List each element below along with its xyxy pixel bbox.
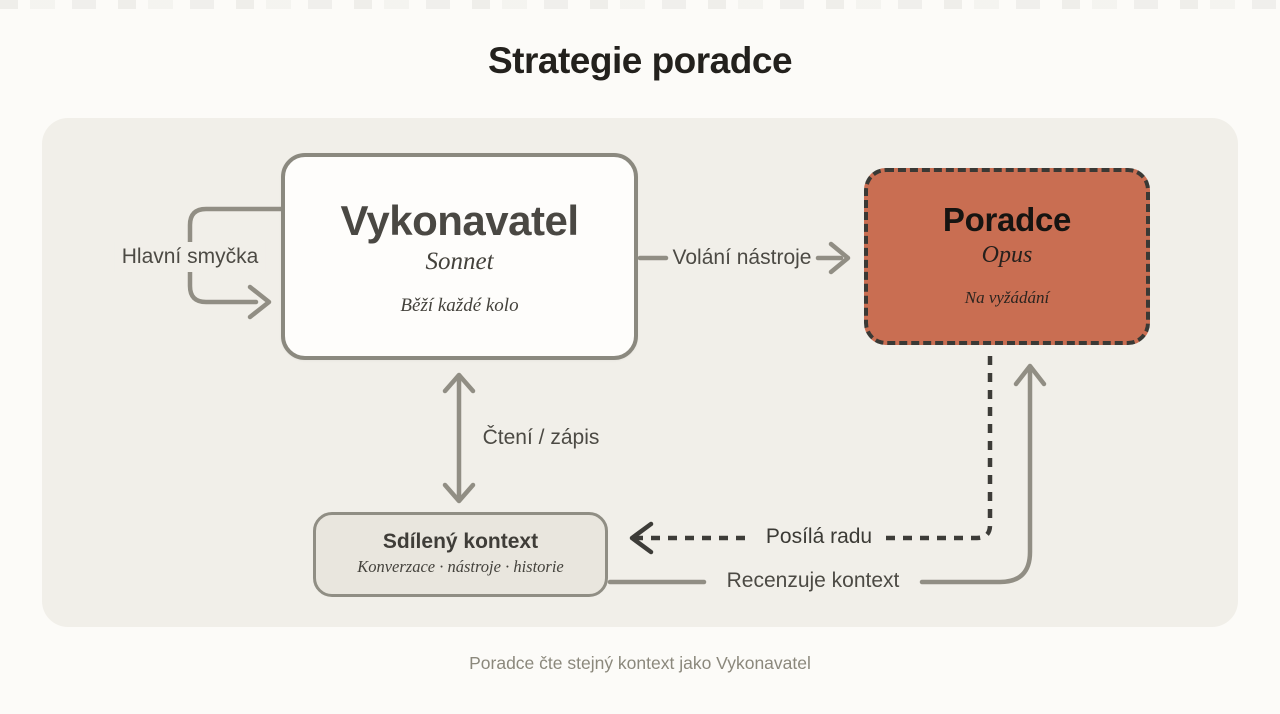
shared-context-note: Konverzace · nástroje · historie [357,557,564,576]
shared-context-title: Sdílený kontext [382,530,539,553]
read-write-label: Čtení / zápis [482,426,600,449]
shared-context-node: Sdílený kontext Konverzace · nástroje · … [313,512,608,597]
advisor-note: Na vyžádání [964,287,1050,307]
reviews-context-label: Recenzuje kontext [726,569,900,592]
advisor-node: Poradce Opus Na vyžádání [864,168,1150,345]
advisor-title: Poradce [942,201,1072,238]
footer-caption: Poradce čte stejný kontext jako Vykonava… [469,653,811,673]
sends-advice-label: Posílá radu [765,525,873,548]
executor-node: Vykonavatel Sonnet Běží každé kolo [281,153,638,360]
executor-note: Běží každé kolo [400,295,519,317]
main-loop-label: Hlavní smyčka [114,242,266,272]
executor-model: Sonnet [425,248,494,276]
advisor-model: Opus [981,241,1033,268]
cropped-text-artifact-strip [0,0,1280,9]
tool-call-label: Volání nástroje [672,246,812,269]
executor-title: Vykonavatel [340,197,579,244]
page-title: Strategie poradce [487,40,793,81]
